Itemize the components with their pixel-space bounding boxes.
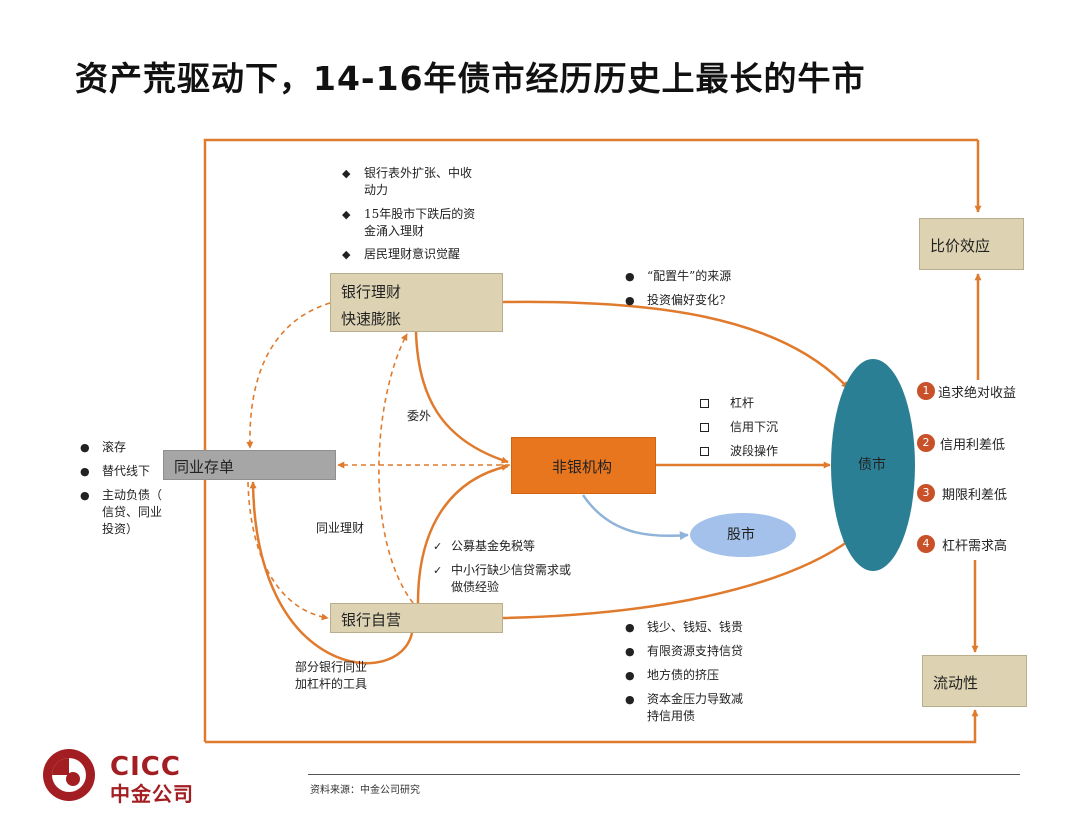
checkbox-square-icon: [700, 447, 709, 456]
list-item: ● 主动负债（信贷、同业投资）: [80, 488, 163, 536]
bullet-icon: ●: [625, 669, 635, 682]
stock-market-label: 股市: [727, 527, 755, 543]
list-item: ● 钱少、钱短、钱贵: [625, 620, 744, 634]
source-note: 资料来源：中金公司研究: [310, 785, 420, 796]
nonbank-label: 非银机构: [552, 458, 613, 476]
prop-to-cd-arrow: [249, 481, 414, 665]
logo-text-en: CICC: [110, 752, 181, 782]
list-item: ◆ 15年股市下跌后的资金涌入理财: [342, 207, 476, 238]
list-item: 杠杆: [700, 395, 754, 413]
cicc-logo-icon: [43, 749, 95, 801]
leverage-tool-label-1: 部分银行同业: [295, 660, 368, 674]
interbank-wm-label: 同业理财: [316, 521, 365, 535]
price-effect-label: 比价效应: [930, 237, 991, 255]
factor-label-3: 期限利差低: [942, 488, 1008, 503]
wm-to-cd-dashed-arrow: [246, 302, 331, 449]
bullet-icon: ●: [625, 294, 635, 307]
list-item: ● 地方债的挤压: [625, 668, 720, 682]
factor-label-4: 杠杆需求高: [942, 539, 1008, 554]
bullet-icon: ●: [625, 645, 635, 658]
diamond-bullet-icon: ◆: [342, 248, 351, 261]
logo-text-cn: 中金公司: [110, 782, 194, 806]
checkbox-square-icon: [700, 423, 709, 432]
bank-wm-label-2: 快速膨胀: [341, 310, 402, 328]
list-item: ● 有限资源支持信贷: [625, 644, 744, 658]
list-item: 波段操作: [700, 443, 778, 461]
list-item: ● 资本金压力导致减持信用债: [625, 692, 744, 723]
prop-to-nonbank-arrow: [416, 464, 509, 604]
list-item: ✓ 公募基金免税等: [433, 539, 536, 553]
bank-wealth-mgmt-node[interactable]: 银行理财 快速膨胀: [330, 273, 503, 332]
bullet-icon: ●: [80, 489, 90, 502]
footer-divider: [308, 774, 1020, 775]
list-item: ✓ 中小行缺少信贷需求或做债经验: [433, 563, 572, 594]
list-item: ● 替代线下: [80, 464, 151, 478]
list-item: ● 投资偏好变化?: [625, 293, 726, 307]
check-icon: ✓: [433, 564, 443, 577]
prop-to-bond-arrow: [502, 538, 851, 620]
outer-frame-line: [203, 138, 978, 742]
stock-market-shape[interactable]: [690, 513, 796, 557]
factor-badge-2: 2: [917, 434, 935, 452]
list-item: ◆ 银行表外扩张、中收动力: [342, 166, 473, 197]
liquidity-label: 流动性: [933, 674, 979, 692]
page-title: 资产荒驱动下，14-16年债市经历历史上最长的牛市: [75, 59, 866, 98]
bank-prop-label: 银行自营: [341, 611, 402, 629]
interbank-cd-label: 同业存单: [174, 458, 235, 476]
diamond-bullet-icon: ◆: [342, 208, 351, 221]
factor-badge-3: 3: [917, 484, 935, 502]
list-item: ● 滚存: [80, 440, 127, 454]
interbank-cd-node[interactable]: 同业存单: [163, 450, 336, 480]
bullet-icon: ●: [80, 441, 90, 454]
wm-to-nonbank-arrow: [414, 331, 509, 464]
list-item: ● “配置牛”的来源: [625, 269, 732, 283]
bullet-icon: ●: [625, 621, 635, 634]
bond-market-shape[interactable]: [831, 359, 915, 571]
factor-label-1: 追求绝对收益: [938, 386, 1017, 401]
bullet-icon: ●: [625, 270, 635, 283]
nonbank-node[interactable]: 非银机构: [511, 437, 656, 494]
bullet-icon: ●: [80, 465, 90, 478]
check-icon: ✓: [433, 540, 443, 553]
list-item: 信用下沉: [700, 419, 778, 437]
factor-label-2: 信用利差低: [940, 438, 1006, 453]
price-effect-node[interactable]: 比价效应: [919, 218, 1024, 270]
bank-wm-label-1: 银行理财: [341, 283, 402, 301]
liquidity-node[interactable]: 流动性: [922, 655, 1027, 707]
bond-market-label: 债市: [858, 457, 886, 473]
checkbox-square-icon: [700, 399, 709, 408]
bank-proprietary-node[interactable]: 银行自营: [330, 603, 503, 633]
diamond-bullet-icon: ◆: [342, 167, 351, 180]
factor-badge-4: 4: [917, 535, 935, 553]
nonbank-to-stock-arrow: [581, 494, 689, 541]
list-item: ◆ 居民理财意识觉醒: [342, 247, 461, 261]
cd-to-prop-dashed-arrow: [247, 481, 329, 621]
wm-to-bond-arrow: [502, 300, 849, 389]
bullet-icon: ●: [625, 693, 635, 706]
factor-badge-1: 1: [917, 382, 935, 400]
leverage-tool-label-2: 加杠杆的工具: [295, 677, 368, 691]
frame-bottom-line: [205, 709, 979, 744]
prop-to-wm-dashed-arrow: [378, 333, 414, 604]
outsourcing-label: 委外: [407, 409, 432, 423]
